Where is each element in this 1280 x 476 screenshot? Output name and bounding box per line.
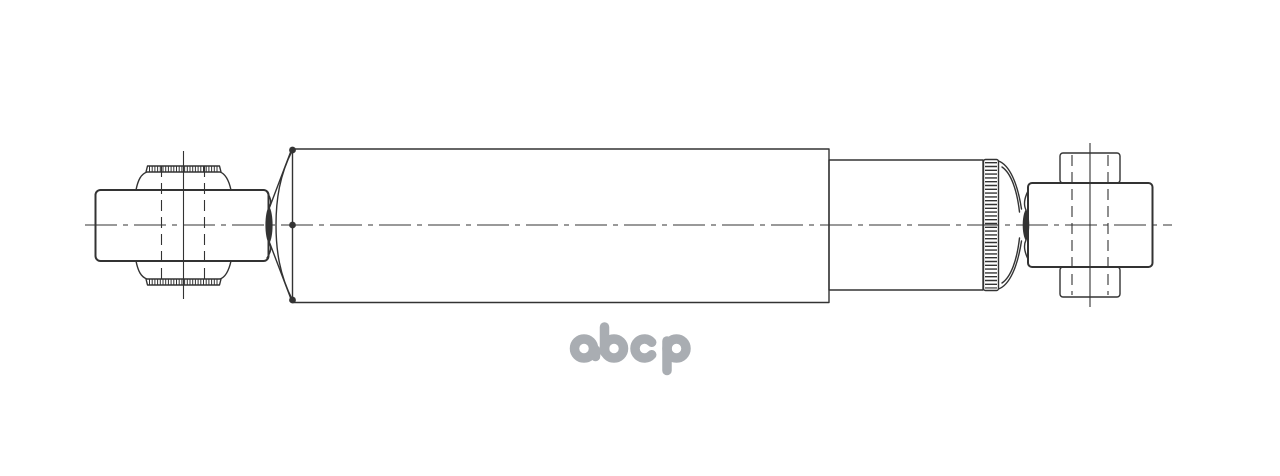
threaded-collar — [982, 158, 1000, 292]
left-end-cap-arc — [275, 149, 294, 301]
watermark-letter-b-bowl — [599, 334, 629, 363]
watermark-letter-a-bowl — [569, 334, 599, 363]
left-bushing-lens — [265, 206, 273, 244]
watermark-letter-p-bowl — [662, 334, 691, 363]
outer-tube — [291, 148, 830, 304]
cap-inner-bottom — [1001, 237, 1021, 284]
cap-inner-top — [1001, 166, 1021, 213]
cap-center-dot — [289, 221, 296, 229]
cap-corner-dot-top — [289, 146, 296, 154]
right-eye-mount — [1027, 143, 1154, 307]
right-end-cap — [997, 160, 1030, 290]
cap-outer-top — [997, 160, 1023, 210]
abcp-watermark-logo — [569, 322, 691, 376]
collar-outline — [982, 158, 1000, 292]
watermark-letter-c-arc — [630, 334, 657, 363]
cap-corner-dot-bottom — [289, 296, 296, 304]
cap-outer-bottom — [997, 240, 1023, 290]
